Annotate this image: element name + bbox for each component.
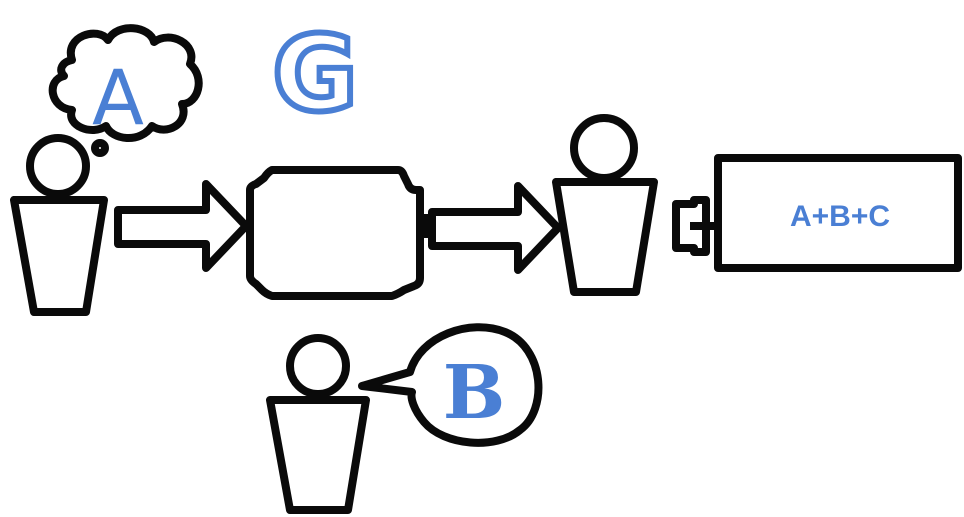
result-box-icon [714, 154, 962, 272]
speech-letter: B [443, 350, 506, 436]
speech-bubble-icon [358, 323, 543, 447]
thought-letter: A [92, 53, 144, 142]
sender-person-icon [10, 134, 108, 316]
contributor-person-icon [266, 334, 370, 514]
receiver-person-icon [552, 114, 658, 296]
process-letter-g: G [269, 10, 360, 138]
arrow-processor-to-receiver [428, 182, 562, 274]
arrow-sender-to-processor [114, 180, 250, 272]
plus-connector-icon [672, 196, 714, 256]
result-text: A+B+C [790, 200, 890, 233]
thought-cloud-icon [48, 24, 203, 157]
processor-box-icon [246, 166, 432, 300]
process-letter-outline: G [272, 13, 357, 135]
